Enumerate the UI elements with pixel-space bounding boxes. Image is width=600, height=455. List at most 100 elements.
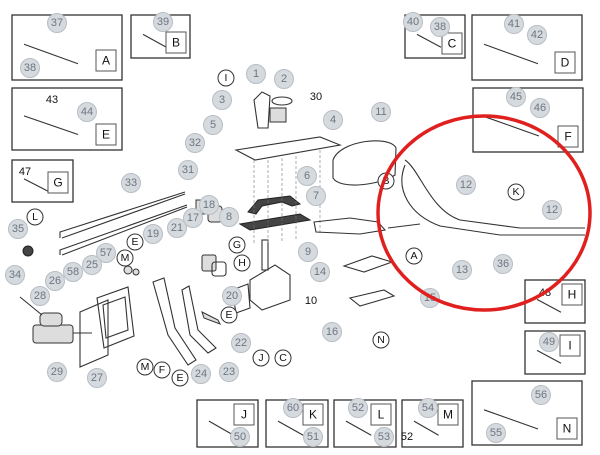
part-callout-36: 36 [493, 254, 513, 274]
fastener-icon [142, 33, 167, 48]
detail-box-letter-frame [559, 334, 581, 357]
callout-label: 38 [434, 21, 446, 33]
callout-label: 12 [460, 179, 472, 191]
callout-label: E [225, 309, 232, 321]
part-callout-g: G [228, 236, 246, 254]
fastener-icon [208, 420, 234, 436]
callout-label: 21 [171, 222, 183, 234]
detail-box-letter: A [102, 54, 110, 68]
callout-label: 20 [226, 290, 238, 302]
part-callout-2: 2 [274, 69, 294, 89]
part-callout-21: 21 [167, 218, 187, 238]
callout-label: 36 [497, 258, 509, 270]
fastener-icon [483, 43, 539, 65]
part-callout-19: 19 [143, 224, 163, 244]
callout-bubble [183, 208, 203, 228]
detail-box-letter-frame [302, 403, 324, 426]
part-callout: 52 [401, 431, 413, 443]
detail-box-letter: B [172, 36, 180, 50]
callout-bubble [26, 208, 44, 226]
detail-box-letter: H [568, 288, 577, 302]
part-callout-31: 31 [178, 160, 198, 180]
callout-bubble [306, 186, 326, 206]
callout-label: 11 [375, 106, 386, 118]
callout-bubble [126, 233, 144, 251]
callout-bubble [47, 13, 67, 33]
detail-box-letter-frame [165, 31, 187, 54]
callout-bubble [323, 110, 343, 130]
callout-label: 1 [253, 68, 259, 80]
callout-label: 31 [182, 164, 194, 176]
part-callout-23: 23 [219, 362, 239, 382]
part-callout-8: 8 [219, 207, 239, 227]
callout-bubble [274, 349, 292, 367]
part-callout: 38 [20, 58, 40, 78]
part-callout-e: E [220, 306, 238, 324]
callout-bubble [283, 398, 303, 418]
detail-box-frame [11, 87, 123, 151]
part-callout-11: 11 [371, 102, 391, 122]
callout-label: 33 [125, 177, 137, 189]
callout-bubble [456, 175, 476, 195]
callout-bubble [405, 247, 423, 265]
callout-label: 26 [49, 275, 61, 287]
callout-label: 32 [189, 137, 201, 149]
callout-bubble [310, 262, 330, 282]
callout-bubble [542, 200, 562, 220]
callout-bubble [185, 133, 205, 153]
callout-label: 43 [46, 94, 58, 106]
part-callout-26: 26 [45, 271, 65, 291]
callout-bubble [252, 349, 270, 367]
detail-box-letter-frame [95, 49, 117, 72]
callout-label: 30 [310, 91, 322, 103]
part-callout-3: 3 [212, 90, 232, 110]
callout-label: E [176, 372, 183, 384]
detail-box-letter: I [568, 339, 571, 353]
fastener-icon [536, 349, 562, 364]
callout-bubble [143, 224, 163, 244]
detail-box-letter: M [443, 408, 453, 422]
part-callout-10: 10 [305, 295, 317, 307]
callout-bubble [297, 166, 317, 186]
part-callout: 37 [47, 13, 67, 33]
callout-bubble [30, 286, 50, 306]
callout-label: 34 [9, 269, 21, 281]
fastener-icon [416, 33, 442, 48]
part-callout-22: 22 [231, 333, 251, 353]
detail-box-frame [11, 159, 74, 203]
detail-box-letter: G [53, 176, 62, 190]
callout-bubble [231, 333, 251, 353]
callout-label: C [279, 352, 287, 364]
fastener-icon [483, 409, 539, 430]
part-callout-14: 14 [310, 262, 330, 282]
part-callout-m: M [116, 249, 134, 267]
callout-bubble [63, 262, 83, 282]
callout-label: 55 [490, 427, 502, 439]
callout-bubble [233, 254, 251, 272]
callout-label: 9 [305, 246, 311, 258]
part-callout-a: A [405, 247, 423, 265]
part-callout-5: 5 [203, 115, 223, 135]
callout-bubble [527, 25, 547, 45]
detail-box-letter-frame [233, 403, 255, 426]
callout-label: E [131, 236, 138, 248]
detail-box-letter-frame [556, 417, 578, 440]
callout-bubble [136, 358, 154, 376]
detail-box-a: A 37 38 [11, 13, 123, 81]
detail-box-letter: L [378, 408, 385, 422]
callout-bubble [531, 385, 551, 405]
detail-box-frame [404, 14, 466, 59]
detail-box-frame [11, 14, 123, 81]
part-callout: 50 [230, 427, 250, 447]
callout-label: B [382, 175, 389, 187]
part-callout: 44 [77, 102, 97, 122]
part-callout: 40 [403, 12, 423, 32]
